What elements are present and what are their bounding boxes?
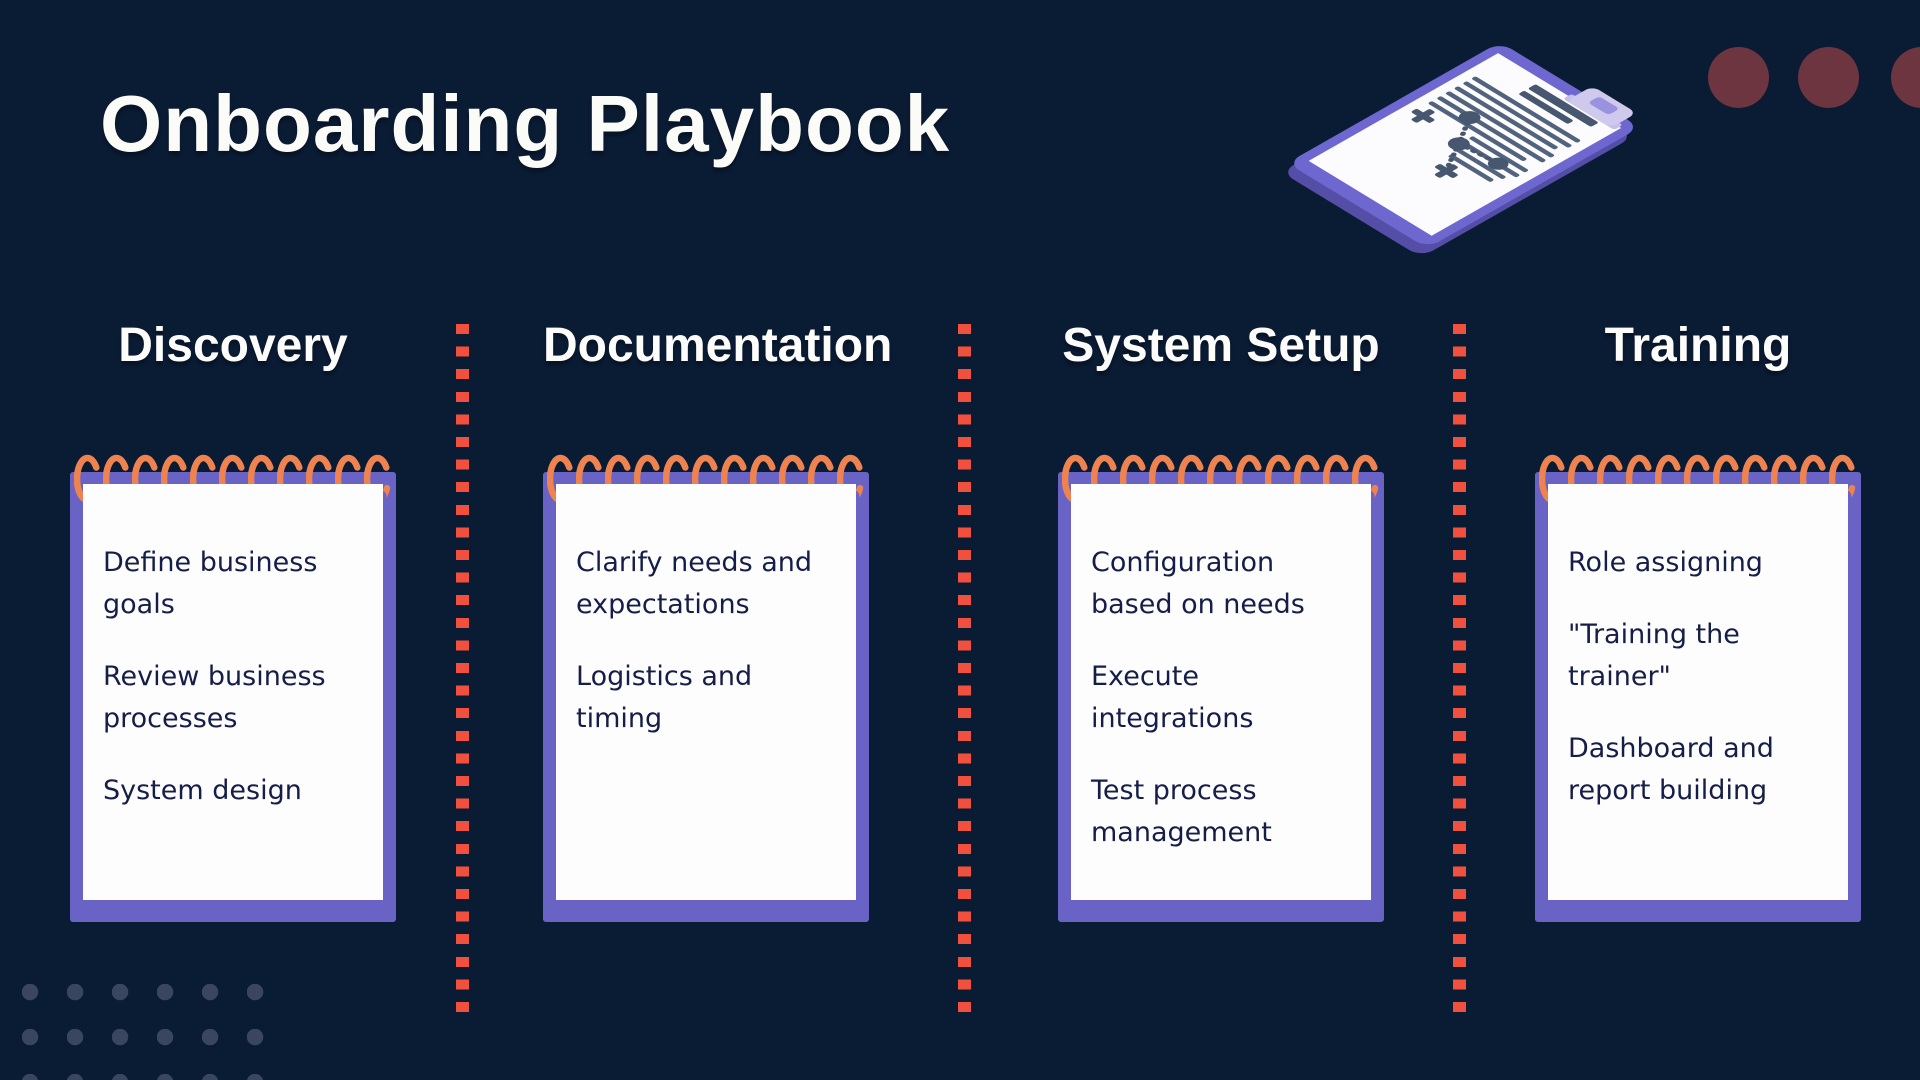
column-header-system-setup: System Setup: [1062, 319, 1380, 372]
notepad-paper: Clarify needs and expectations Logistics…: [556, 484, 856, 900]
circle-decoration: [1708, 47, 1769, 108]
note-item: Role assigning: [1568, 547, 1763, 578]
note-item: System design: [103, 775, 302, 806]
note-item: Execute integrations: [1091, 661, 1254, 734]
page-title: Onboarding Playbook: [100, 79, 951, 168]
notepad-system-setup: Configuration based on needs Execute int…: [1058, 454, 1384, 922]
clipboard-clip: [1564, 88, 1633, 130]
notepad-paper: Define business goals Review business pr…: [83, 484, 383, 900]
notepad-paper: Configuration based on needs Execute int…: [1071, 484, 1371, 900]
column-header-training: Training: [1604, 319, 1792, 372]
note-item: Test process management: [1091, 775, 1272, 848]
note-item: Review business processes: [103, 661, 326, 734]
strategy-play-diagram: [1411, 109, 1509, 178]
column-header-documentation: Documentation: [543, 319, 893, 372]
notepad-discovery: Define business goals Review business pr…: [70, 454, 396, 922]
notepad-paper: Role assigning "Training the trainer" Da…: [1548, 484, 1848, 900]
note-item: Logistics and timing: [576, 661, 753, 734]
notepad-training: Role assigning "Training the trainer" Da…: [1535, 454, 1861, 922]
circle-decoration: [1891, 47, 1920, 108]
note-item: Clarify needs and expectations: [576, 547, 813, 620]
column-header-discovery: Discovery: [118, 319, 348, 372]
note-item: Dashboard and report building: [1568, 733, 1774, 806]
notepad-documentation: Clarify needs and expectations Logistics…: [543, 454, 869, 922]
dot-grid-decoration: [22, 984, 288, 1080]
dotted-divider: [456, 324, 469, 1014]
dotted-divider: [1453, 324, 1466, 1014]
note-item: Define business goals: [103, 547, 318, 620]
note-item: "Training the trainer": [1568, 619, 1740, 692]
note-item: Configuration based on needs: [1091, 547, 1305, 620]
clipboard-illustration-icon: [1288, 46, 1633, 254]
dotted-divider: [958, 324, 971, 1014]
circle-decoration: [1798, 47, 1859, 108]
